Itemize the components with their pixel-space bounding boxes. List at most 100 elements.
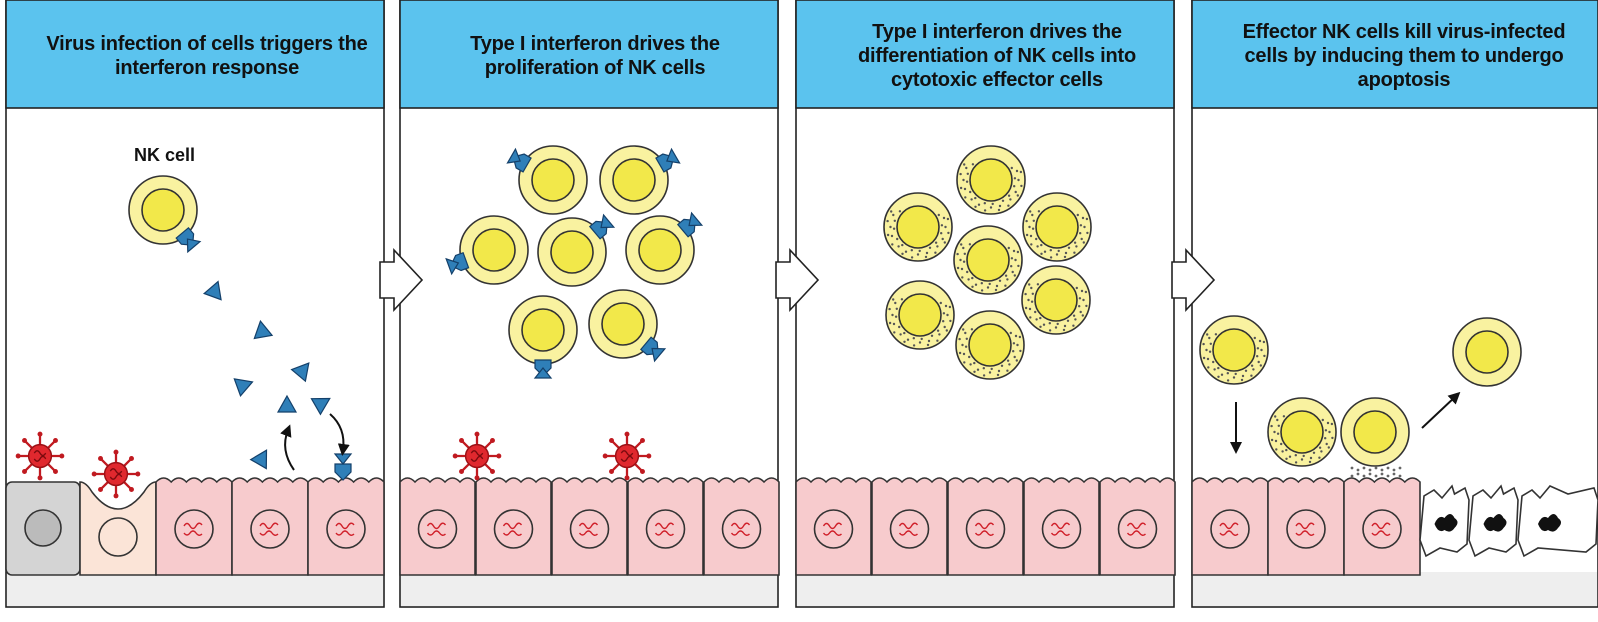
nk-nucleus [638,228,682,272]
granule [1014,334,1018,338]
granule [1016,194,1019,197]
granule [988,282,991,286]
granule [1263,354,1266,358]
released-granule [1398,466,1402,470]
granule [893,219,896,222]
granule [1285,457,1288,460]
granule [970,198,973,201]
granule [918,249,921,253]
granule [1039,316,1042,320]
nk-nucleus [521,308,565,352]
nucleus [1210,509,1250,549]
granule [964,345,968,348]
released-granule [1362,474,1366,478]
nk-nucleus [141,188,185,232]
nk-nucleus [1034,278,1078,322]
granule [1013,177,1017,180]
interferon-receptor [533,359,553,379]
granule [1034,310,1037,314]
granule [891,313,894,317]
granule [976,368,980,371]
granule [1258,339,1262,343]
chromatin [898,522,919,536]
released-granule [1386,466,1390,470]
granule [1004,274,1008,277]
granule [1282,415,1286,418]
epithelial-cell [1099,477,1176,576]
granule [959,186,963,190]
nk-nucleus [896,205,940,249]
granule [1252,368,1255,371]
granule [1009,331,1012,335]
granule [1029,210,1032,213]
epithelial-cell [871,477,948,576]
chromatin [578,522,599,536]
chromatin [654,522,675,536]
granule [946,313,949,317]
granule [1081,314,1085,317]
nk-cell [1021,265,1091,335]
nk-cell [1022,192,1092,262]
granule [1276,432,1280,435]
granule [1024,306,1028,310]
granule [974,196,977,200]
granule [1000,364,1004,367]
granule [998,279,1002,282]
granule [942,312,946,315]
nk-nucleus [1280,410,1324,454]
granule [1009,198,1012,201]
granule [1012,342,1016,345]
epithelial-cell [155,477,233,576]
released-granule [1392,468,1396,472]
granule [1085,217,1089,221]
epithelial-cell [1343,477,1421,576]
nucleus [174,509,214,549]
released-granule [1374,474,1378,478]
interferon-receptor [588,213,616,240]
granule [969,363,972,366]
granule [991,202,994,206]
granule [1288,455,1292,458]
granule [1220,373,1224,376]
granule [1324,429,1328,432]
granule [964,196,967,199]
granule [916,253,920,256]
granule [912,337,915,340]
granule [1325,442,1328,446]
granule [1217,366,1220,370]
granule [897,245,900,248]
released-granule [1350,474,1354,478]
granule [1064,251,1068,255]
granule [937,213,940,217]
granule [1212,360,1215,364]
granule [899,333,902,336]
granule [1008,363,1011,366]
granule [1208,336,1211,340]
granule [1006,369,1009,372]
granule [1039,325,1042,328]
nk-nucleus [966,238,1010,282]
granule [1048,329,1052,332]
granule [1035,237,1038,241]
granule [918,341,922,344]
granule [1067,246,1071,249]
granule [943,241,946,244]
granule [971,163,975,166]
granule [927,339,931,343]
granule [1031,213,1034,217]
nucleus [250,509,290,549]
granule [892,322,896,326]
virus [14,430,66,482]
granule [1294,461,1298,464]
granule [1320,450,1323,453]
nucleus [889,509,930,549]
panel-header [5,0,385,109]
released-granule [1362,466,1366,470]
epithelial-cell [551,477,628,576]
granule [948,305,952,309]
chromatin [1050,522,1071,536]
granule [1062,328,1066,332]
nk-nucleus [612,158,656,202]
nk-nucleus [550,230,594,274]
granule [944,225,947,229]
